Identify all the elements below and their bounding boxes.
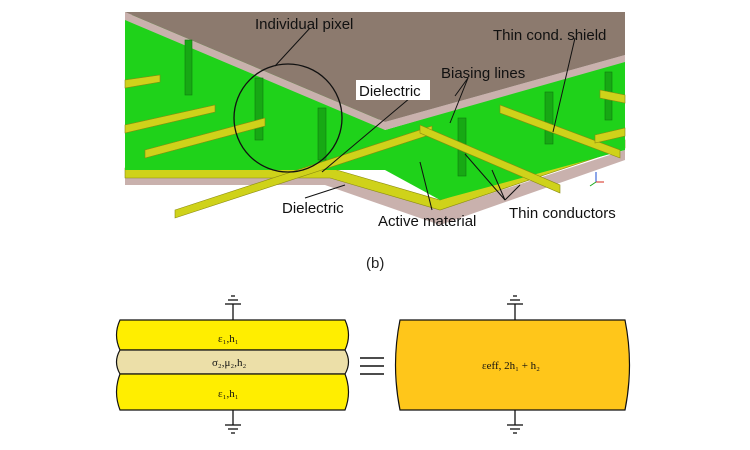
metasurface-3d-view: Individual pixel Thin cond. shield Biasi… (124, 12, 626, 230)
thin-cond-shield-label: Thin cond. shield (493, 27, 606, 44)
dielectric-top-label-bg (356, 80, 430, 100)
individual-pixel-label: Individual pixel (255, 16, 353, 33)
equivalent-params: εeff, 2h₁ + h₂ (482, 360, 540, 372)
top-layer-params: ε₁,h₁ (218, 333, 239, 345)
figure-caption: (b) (366, 255, 384, 272)
axis-gizmo-icon (589, 172, 604, 187)
individual-pixel-circle (233, 63, 343, 173)
equivalent-slab (394, 319, 631, 411)
active-material-right-face (385, 60, 625, 200)
right-equivalent-layer: εeff, 2h₁ + h₂ (394, 295, 631, 434)
leader-lines (274, 27, 576, 211)
equivalence-symbol (360, 357, 384, 375)
dielectric-bottom-label: Dielectric (282, 200, 344, 217)
active-material-label: Active material (378, 213, 476, 230)
thin-cond-shield-top (125, 12, 625, 122)
dielectric-top-label: Dielectric (359, 83, 421, 100)
biasing-lines-label: Biasing lines (441, 65, 525, 82)
middle-layer-params: σ₂,μ₂,h₂ (212, 357, 246, 369)
bottom-dielectric-layer (115, 373, 350, 411)
ground-bottom-left-icon (225, 410, 241, 434)
ground-bottom-right-icon (507, 410, 523, 434)
ground-top-left-icon (225, 295, 241, 320)
thin-conductors-label: Thin conductors (509, 205, 616, 222)
bottom-layer-params: ε₁,h₁ (218, 388, 239, 400)
left-layer-stack: ε₁,h₁ σ₂,μ₂,h₂ ε₁,h₁ (115, 295, 350, 434)
dielectric-edge-right (385, 55, 625, 130)
ground-top-right-icon (507, 295, 523, 320)
upper-biasing-lines (124, 74, 626, 219)
